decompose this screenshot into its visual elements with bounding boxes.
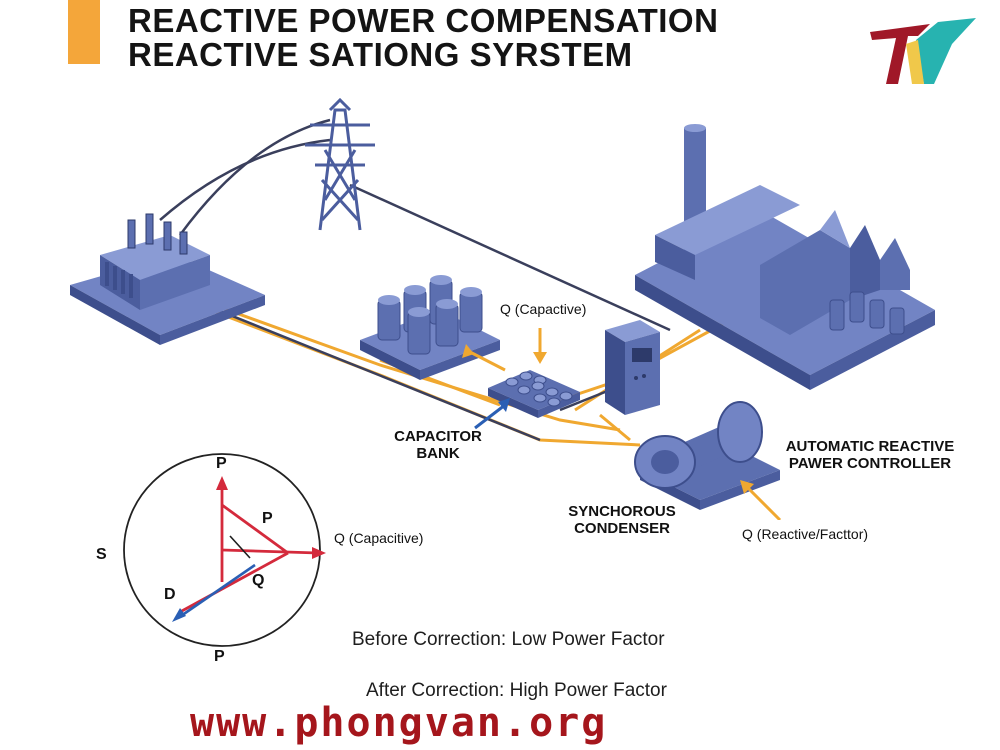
phasor-p-top: P: [216, 455, 227, 472]
page-title: REACTIVE POWER COMPENSATION: [128, 2, 719, 39]
synchronous-condenser-label: SYNCHOROUS CONDENSER: [568, 503, 676, 537]
phasor-q-capacitive: Q (Capacitive): [334, 530, 424, 546]
power-system-illustration: [70, 97, 935, 520]
phasor-arrow-right: [312, 547, 326, 559]
automatic-controller-label: AUTOMATIC REACTIVE PAWER CONTROLLER: [785, 438, 955, 472]
phasor-circle: [123, 453, 321, 647]
q-capacitive-label: Q (Capactive): [500, 301, 587, 317]
controller-cabinet: [605, 320, 660, 415]
dark-cables: [159, 118, 671, 442]
q-reactive-arrow: [740, 480, 782, 520]
capacitor-bank-small: [488, 370, 580, 418]
after-correction-note: After Correction: High Power Factor: [366, 680, 667, 701]
transformer: [70, 213, 265, 345]
title-accent-bar: [68, 0, 100, 64]
phasor-guide-line: [229, 535, 251, 559]
watermark-url: www.phongvan.org: [190, 700, 608, 746]
q-reactive-label: Q (Reactive/Facttor): [742, 526, 869, 542]
phasor-diagram: [123, 453, 326, 647]
capacitor-bank-label: CAPACITOR BANK: [394, 428, 482, 462]
capacitor-bank-pointer: [474, 398, 510, 430]
feed-arrow-large-bank: [462, 344, 506, 372]
phasor-arrow-up: [216, 476, 228, 490]
phasor-red-vectors: [179, 482, 319, 614]
phasor-q-inner: Q: [252, 572, 265, 589]
q-capacitive-arrow: [533, 328, 547, 364]
capacitor-bank-large: [360, 275, 500, 380]
factory: [635, 124, 935, 390]
transmission-tower: [305, 97, 375, 231]
phasor-blue-vector: [177, 563, 256, 620]
synchronous-condenser: [634, 401, 780, 510]
before-correction-note: Before Correction: Low Power Factor: [352, 629, 665, 650]
page-subtitle: REACTIVE SATIONG SYRSTEM: [128, 36, 633, 73]
phasor-d: D: [164, 586, 176, 603]
phasor-p-inner: P: [262, 510, 273, 527]
brand-logo: [870, 18, 976, 84]
phasor-s: S: [96, 546, 107, 563]
phasor-arrow-down: [172, 608, 186, 622]
phasor-p-bottom: P: [214, 648, 225, 665]
